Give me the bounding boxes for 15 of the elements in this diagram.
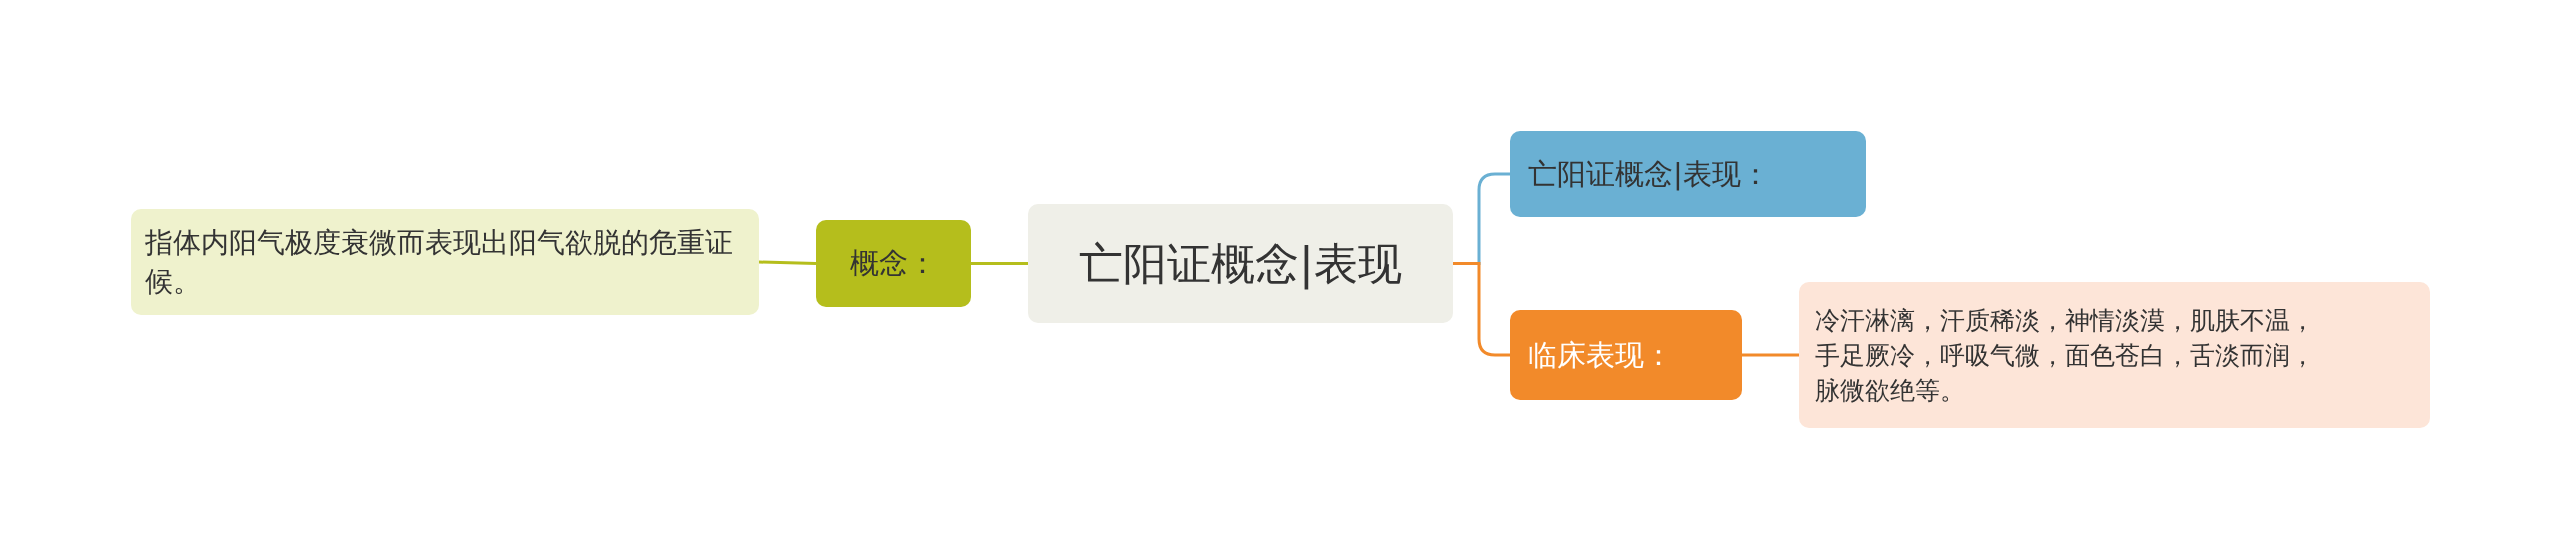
topic-text: 亡阳证概念|表现 xyxy=(1079,236,1402,292)
topic-text: 亡阳证概念|表现： xyxy=(1528,155,1770,193)
connector-line xyxy=(758,260,817,265)
topic-text: 临床表现： xyxy=(1528,336,1673,374)
topic-box xyxy=(1028,204,1453,323)
topic-text: 指体内阳气极度衰微而表现出阳气欲脱的危重证候。 xyxy=(145,224,734,300)
topic-box xyxy=(816,220,971,307)
topic-box xyxy=(131,209,759,315)
topic-box xyxy=(1510,310,1742,400)
topic-text: 概念： xyxy=(850,245,937,283)
connector-line xyxy=(1742,353,1799,357)
topic-box xyxy=(1510,131,1866,217)
topic-box xyxy=(1799,282,2430,428)
connector-line xyxy=(971,262,1028,265)
topic-text: 冷汗淋漓，汗质稀淡，神情淡漠，肌肤不温，手足厥冷，呼吸气微，面色苍白，舌淡而润，脉微欲绝等。 xyxy=(1815,304,2316,407)
